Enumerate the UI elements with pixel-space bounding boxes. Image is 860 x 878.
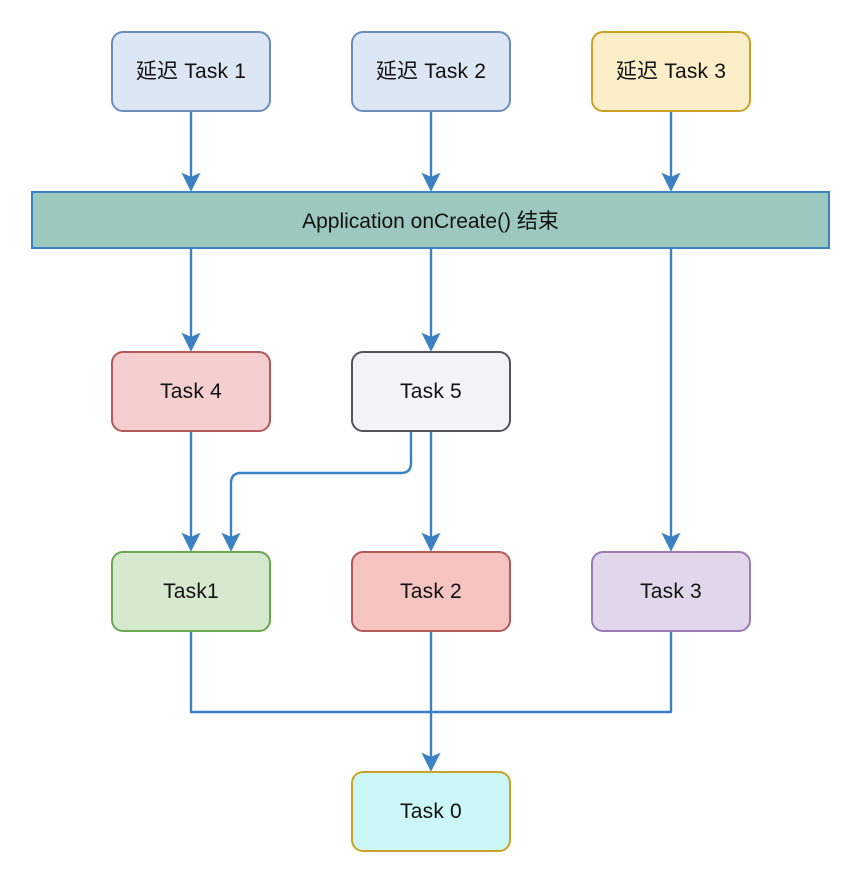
node-delay-task-2[interactable]: 延迟 Task 2	[351, 31, 511, 112]
delay-task-1-label: 延迟 Task 1	[135, 59, 247, 83]
node-delay-task-3[interactable]: 延迟 Task 3	[591, 31, 751, 112]
delay-task-3-label: 延迟 Task 3	[615, 59, 727, 83]
node-task-3[interactable]: Task 3	[591, 551, 751, 632]
delay-task-2-label: 延迟 Task 2	[375, 59, 487, 83]
task-1-label: Task1	[163, 579, 219, 603]
node-task-5[interactable]: Task 5	[351, 351, 511, 432]
node-task-1[interactable]: Task1	[111, 551, 271, 632]
task-0-label: Task 0	[400, 799, 462, 823]
application-oncreate-banner-label: Application onCreate() 结束	[302, 210, 559, 233]
node-application-oncreate-banner[interactable]: Application onCreate() 结束	[31, 191, 830, 249]
edge-task5-to-task1	[221, 432, 413, 552]
node-delay-task-1[interactable]: 延迟 Task 1	[111, 31, 271, 112]
task-5-label: Task 5	[400, 379, 462, 403]
node-task-2[interactable]: Task 2	[351, 551, 511, 632]
edge-task1-to-task0	[189, 632, 431, 714]
edge-task3-to-task0	[431, 632, 673, 714]
task-2-label: Task 2	[400, 579, 462, 603]
node-task-0[interactable]: Task 0	[351, 771, 511, 852]
task-4-label: Task 4	[160, 379, 222, 403]
node-task-4[interactable]: Task 4	[111, 351, 271, 432]
task-3-label: Task 3	[640, 579, 702, 603]
